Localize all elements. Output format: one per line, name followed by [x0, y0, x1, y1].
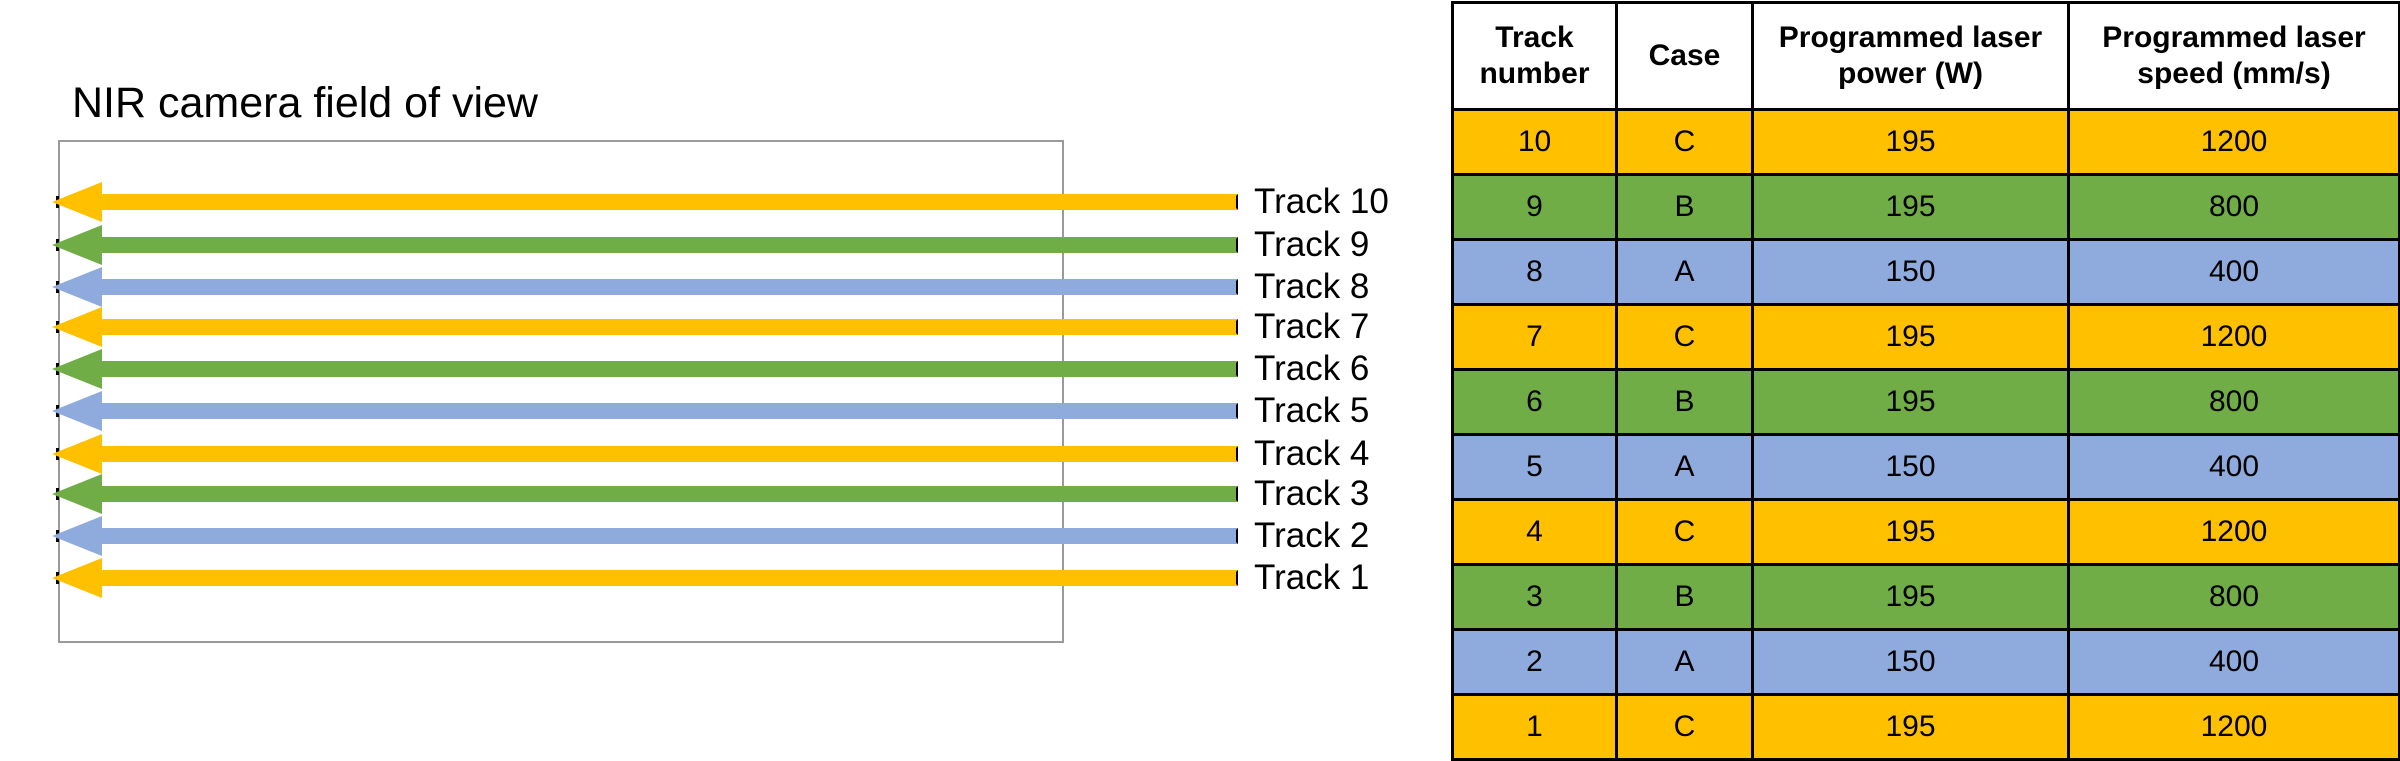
cell-track-number: 4: [1451, 498, 1618, 566]
cell-case: C: [1615, 498, 1754, 566]
cell-track-number: 8: [1451, 238, 1618, 306]
cell-track-number: 2: [1451, 628, 1618, 696]
arrow-head-icon: [52, 391, 102, 431]
cell-power: 195: [1751, 303, 2070, 371]
arrow-shaft: [98, 361, 1238, 377]
cell-speed: 400: [2067, 628, 2400, 696]
track-arrow: [52, 307, 1238, 347]
track-label: Track 8: [1254, 267, 1370, 306]
cell-power: 195: [1751, 693, 2070, 761]
track-arrow: [52, 349, 1238, 389]
track-arrow: [52, 182, 1238, 222]
arrow-head-icon: [52, 267, 102, 307]
arrow-head-icon: [52, 349, 102, 389]
track-arrow: [52, 558, 1238, 598]
cell-power: 195: [1751, 173, 2070, 241]
arrow-head-icon: [52, 225, 102, 265]
arrow-shaft: [98, 528, 1238, 544]
arrow-head-icon: [52, 182, 102, 222]
arrow-shaft: [98, 570, 1238, 586]
track-label: Track 5: [1254, 391, 1370, 430]
cell-case: C: [1615, 108, 1754, 176]
arrow-head-icon: [52, 307, 102, 347]
cell-speed: 400: [2067, 238, 2400, 306]
cell-power: 150: [1751, 628, 2070, 696]
arrow-head-icon: [52, 516, 102, 556]
cell-power: 195: [1751, 563, 2070, 631]
cell-speed: 1200: [2067, 108, 2400, 176]
arrow-head-icon: [52, 474, 102, 514]
cell-power: 195: [1751, 498, 2070, 566]
cell-track-number: 5: [1451, 433, 1618, 501]
header-speed: Programmed laser speed (mm/s): [2067, 1, 2400, 111]
cell-case: A: [1615, 433, 1754, 501]
cell-case: C: [1615, 693, 1754, 761]
track-label: Track 3: [1254, 474, 1370, 513]
track-arrow: [52, 474, 1238, 514]
parameter-table: Track number Case Programmed laser power…: [1451, 1, 2400, 761]
arrow-shaft: [98, 194, 1238, 210]
arrow-shaft: [98, 319, 1238, 335]
cell-case: A: [1615, 238, 1754, 306]
track-label: Track 10: [1254, 182, 1389, 221]
cell-power: 150: [1751, 238, 2070, 306]
arrow-shaft: [98, 446, 1238, 462]
cell-speed: 800: [2067, 368, 2400, 436]
track-arrow: [52, 391, 1238, 431]
track-label: Track 6: [1254, 349, 1370, 388]
cell-track-number: 10: [1451, 108, 1618, 176]
cell-case: B: [1615, 173, 1754, 241]
cell-case: C: [1615, 303, 1754, 371]
header-track-number: Track number: [1451, 1, 1618, 111]
arrow-shaft: [98, 403, 1238, 419]
cell-case: B: [1615, 563, 1754, 631]
arrow-shaft: [98, 486, 1238, 502]
track-arrow: [52, 267, 1238, 307]
cell-power: 150: [1751, 433, 2070, 501]
track-label: Track 4: [1254, 434, 1370, 473]
cell-track-number: 3: [1451, 563, 1618, 631]
track-arrow: [52, 516, 1238, 556]
cell-case: B: [1615, 368, 1754, 436]
cell-speed: 400: [2067, 433, 2400, 501]
track-arrow: [52, 225, 1238, 265]
cell-power: 195: [1751, 368, 2070, 436]
cell-track-number: 9: [1451, 173, 1618, 241]
cell-track-number: 6: [1451, 368, 1618, 436]
header-case: Case: [1615, 1, 1754, 111]
track-label: Track 1: [1254, 558, 1370, 597]
cell-track-number: 7: [1451, 303, 1618, 371]
cell-speed: 1200: [2067, 693, 2400, 761]
cell-speed: 800: [2067, 173, 2400, 241]
track-arrow: [52, 434, 1238, 474]
header-power: Programmed laser power (W): [1751, 1, 2070, 111]
arrow-head-icon: [52, 558, 102, 598]
track-label: Track 9: [1254, 225, 1370, 264]
cell-power: 195: [1751, 108, 2070, 176]
arrow-shaft: [98, 279, 1238, 295]
cell-track-number: 1: [1451, 693, 1618, 761]
arrow-head-icon: [52, 434, 102, 474]
table-header-row: Track number Case Programmed laser power…: [1451, 1, 2400, 111]
arrow-shaft: [98, 237, 1238, 253]
track-label: Track 2: [1254, 516, 1370, 555]
cell-case: A: [1615, 628, 1754, 696]
cell-speed: 1200: [2067, 303, 2400, 371]
track-label: Track 7: [1254, 307, 1370, 346]
cell-speed: 800: [2067, 563, 2400, 631]
cell-speed: 1200: [2067, 498, 2400, 566]
fov-title: NIR camera field of view: [72, 79, 538, 127]
